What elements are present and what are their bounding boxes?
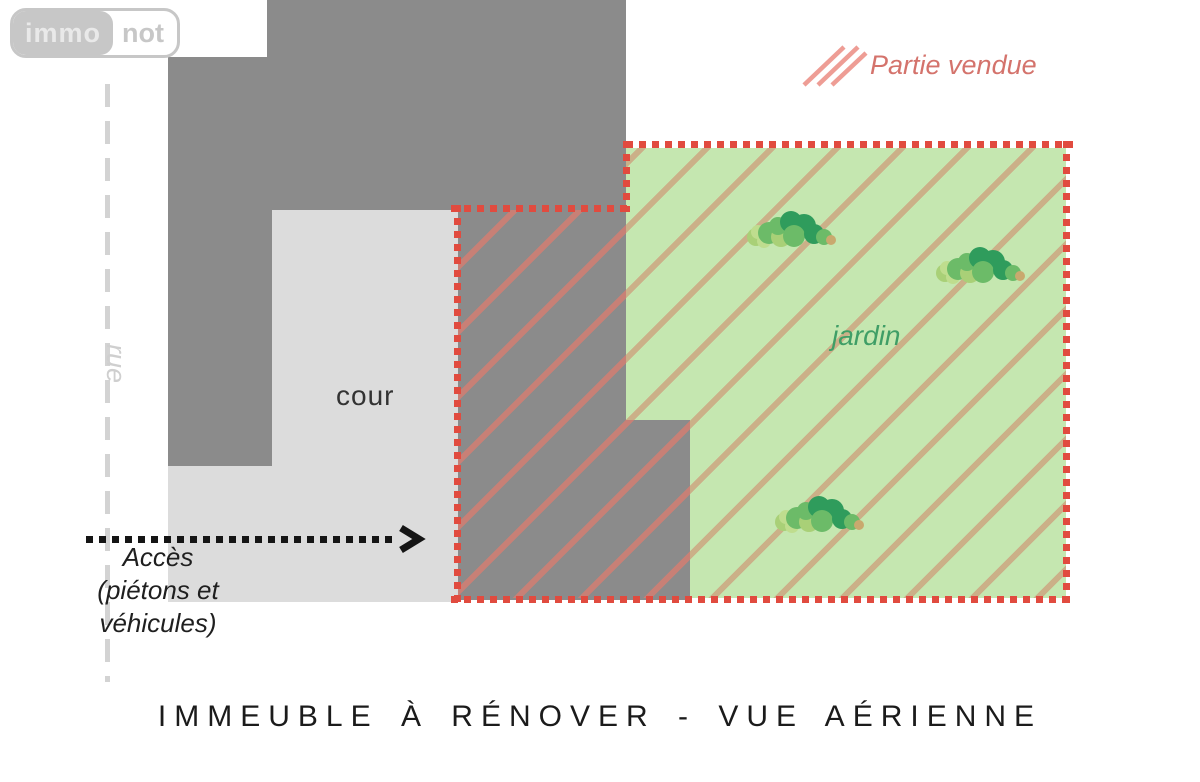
bush-icon: [936, 247, 1025, 284]
page-title: IMMEUBLE À RÉNOVER - VUE AÉRIENNE: [157, 700, 1043, 733]
logo-not-segment: not: [122, 17, 164, 48]
sold-area-border-top: [626, 141, 1073, 148]
courtyard-label: cour: [336, 380, 395, 411]
access-label-line1: Accès: [122, 542, 194, 572]
sold-area-border-bottom: [451, 596, 1073, 603]
diagonal-hatch-icon: [802, 45, 868, 87]
street-label: rue: [101, 343, 132, 384]
access-label-line3: véhicules): [99, 608, 217, 638]
access-arrow-head-icon: [399, 525, 426, 553]
access-arrow-line: [86, 536, 398, 543]
legend-label: Partie vendue: [870, 50, 1037, 80]
access-label: Accès (piétons et véhicules): [78, 541, 238, 640]
sold-area-border-left: [454, 205, 461, 603]
access-label-line2: (piétons et: [97, 575, 219, 605]
immonot-logo: immo not: [10, 8, 180, 58]
sold-area-border-notch-top: [451, 205, 633, 212]
garden-label: jardin: [832, 320, 901, 351]
sold-area-border-right: [1063, 141, 1070, 603]
street-dashed-line: [105, 84, 110, 682]
bush-icon: [747, 211, 836, 248]
bush-icon: [775, 496, 864, 533]
sold-area-border-notch-left: [623, 141, 630, 212]
logo-immo-segment: immo: [13, 11, 114, 55]
